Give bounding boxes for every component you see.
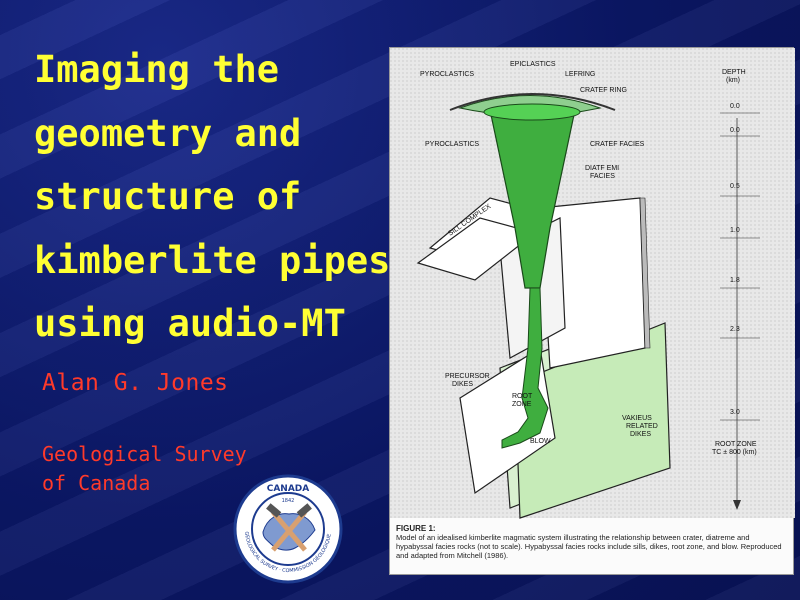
label-related-1: VAKIEUS [622, 415, 652, 422]
org-line: of Canada [42, 471, 151, 495]
title-line: Imaging the [34, 48, 280, 91]
label-depth: DEPTH [722, 69, 746, 76]
label-lefring: LEFRING [565, 71, 595, 78]
label-root-2: ZONE [512, 401, 532, 408]
slide-title: Imaging the geometry and structure of ki… [34, 38, 394, 356]
kimberlite-pipe [449, 93, 616, 449]
depth-value: 3.0 [730, 409, 740, 416]
depth-value: 0.5 [730, 183, 740, 190]
depth-value: 1.0 [730, 227, 740, 234]
title-line: structure of [34, 175, 302, 218]
label-root-zone-depth-1: ROOT ZONE [715, 441, 757, 448]
label-root-1: ROOT [512, 393, 533, 400]
label-related-3: DIKES [630, 431, 651, 438]
label-pyroclastics-mid: PYROCLASTICS [425, 141, 479, 148]
label-depth-unit: (km) [726, 77, 740, 84]
title-line: using audio-MT [34, 302, 346, 345]
label-precursor-1: PRECURSOR [445, 373, 490, 380]
label-epiclastics: EPICLASTICS [510, 61, 556, 68]
label-pyroclastics-top: PYROCLASTICS [420, 71, 474, 78]
label-diatreme-2: FACIES [590, 173, 615, 180]
label-blow: BLOW [530, 438, 551, 445]
organization: Geological Survey of Canada [42, 440, 302, 498]
gsc-seal-logo: CANADA 1842 GEOLOGICAL SURVEY · COMMISSI… [233, 474, 343, 584]
depth-value: 2.3 [730, 326, 740, 333]
kimberlite-model-figure: EPICLASTICS PYROCLASTICS LEFRING CRATEF … [389, 47, 795, 575]
seal-year: 1842 [282, 498, 295, 504]
depth-value: 0.0 [730, 127, 740, 134]
label-related-2: RELATED [626, 423, 658, 430]
caption-title: FIGURE 1: [396, 524, 436, 533]
label-crater-facies: CRATEF FACIES [590, 141, 645, 148]
seal-top-text: CANADA [267, 484, 310, 494]
depth-value: 1.8 [730, 277, 740, 284]
label-precursor-2: DIKES [452, 381, 473, 388]
label-diatreme-1: DIATF EMI [585, 165, 619, 172]
label-root-zone-depth-2: TC ± 800 (km) [712, 449, 757, 456]
caption-text: Model of an idealised kimberlite magmati… [396, 533, 782, 560]
title-line: geometry and [34, 111, 302, 155]
label-crater-ring: CRATEF RING [580, 87, 627, 94]
title-line: kimberlite pipes [34, 238, 391, 282]
dike-sheets [416, 197, 671, 519]
depth-value: 0.0 [730, 103, 740, 110]
figure-caption: FIGURE 1: Model of an idealised kimberli… [396, 524, 788, 560]
author-name: Alan G. Jones [42, 370, 229, 396]
depth-scale [720, 112, 760, 510]
kimberlite-diagram: EPICLASTICS PYROCLASTICS LEFRING CRATEF … [390, 48, 795, 519]
org-line: Geological Survey [42, 442, 247, 466]
